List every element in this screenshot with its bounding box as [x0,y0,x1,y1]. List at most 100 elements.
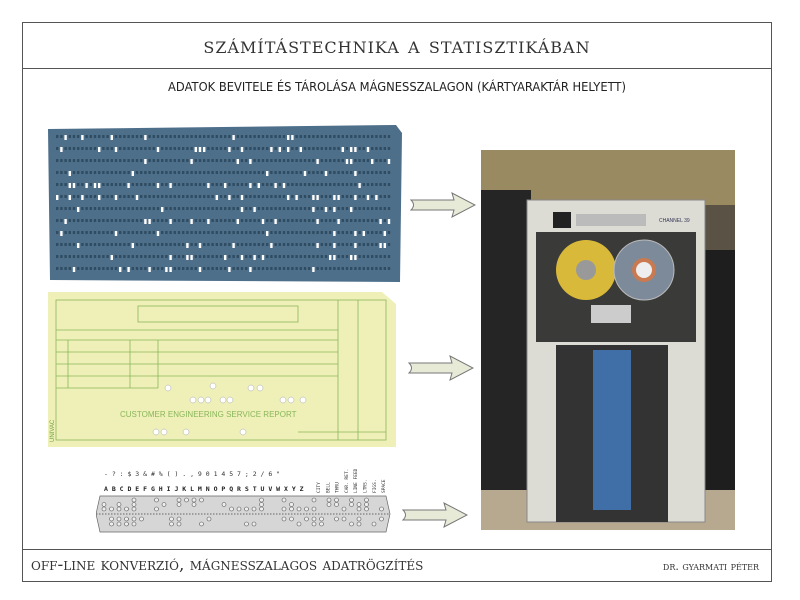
card-hole [329,135,332,138]
card-hole [383,159,386,162]
card-hole [64,243,67,246]
card-hole [114,171,118,174]
card-hole [308,135,311,138]
card-hole [232,135,235,140]
card-hole [320,243,323,246]
card-hole [371,207,374,210]
card-hole [89,231,92,234]
card-hole [379,171,382,174]
card-hole [131,171,134,176]
card-hole [114,219,118,222]
card-hole [60,207,63,210]
card-hole [341,231,344,234]
card-hole [119,231,122,234]
card-hole [194,147,197,152]
slide-subtitle: ADATOK BEVITELE ÉS TÁROLÁSA MÁGNESSZALAG… [168,79,626,94]
card-hole [266,255,269,258]
card-hole [287,243,290,246]
tape-hole [191,502,197,507]
card-hole [110,183,113,186]
card-hole [85,159,88,162]
card-hole [98,183,101,188]
card-hole [236,243,239,246]
card-hole [232,231,235,234]
card-hole [291,159,294,162]
card-hole [358,195,361,198]
card-hole [131,195,134,198]
card-hole [362,231,365,236]
card-hole [333,135,336,138]
arrow-right-icon [402,502,468,528]
card-hole [266,219,269,222]
card-hole [135,135,139,138]
card-hole [56,231,59,234]
card-hole [77,171,80,174]
card-hole [228,207,231,210]
tape-hole [349,521,354,527]
card-hole [165,171,168,174]
card-hole [102,231,105,234]
card-hole [127,195,130,198]
tape-special-label: CITY [316,482,322,493]
card-hole [379,147,382,150]
card-hole [387,159,391,164]
card-hole [232,219,235,222]
card-hole [358,171,361,174]
card-hole [245,183,248,186]
card-hole [72,255,76,258]
card-hole [93,147,97,150]
tape-hole [259,506,264,512]
card-hole [295,135,298,138]
card-hole [358,207,361,210]
card-hole [366,147,370,152]
card-hole [119,255,122,258]
card-hole [312,231,315,234]
card-hole [148,255,151,258]
card-hole [186,231,189,234]
card-hole [215,255,218,258]
card-hole [131,147,134,150]
card-hole [299,171,302,174]
card-hole [72,159,76,162]
card-hole [182,219,185,222]
card-hole [144,183,147,186]
card-hole [375,183,378,186]
card-hole [240,159,244,162]
card-hole [274,255,277,258]
tape-hole [356,521,362,527]
card-hole [161,195,164,198]
card-hole [295,195,298,200]
card-hole [165,195,168,198]
card-hole [152,219,155,222]
card-hole [144,243,147,246]
card-hole [387,183,391,186]
card-hole [203,171,206,174]
card-hole [60,255,63,258]
card-hole [278,135,281,138]
card-hole [266,267,269,270]
card-hole [219,231,223,234]
card-hole [194,255,197,258]
card-hole [253,255,256,260]
card-hole [156,207,160,210]
card-hole [257,267,260,270]
card-hole [173,255,176,258]
card-hole [119,183,122,186]
card-hole [299,135,302,138]
card-hole [266,183,269,186]
card-hole [169,267,172,272]
card-hole [85,219,88,222]
card-hole [219,267,223,270]
card-hole [266,135,269,138]
card-hole [358,243,361,246]
card-hole [165,243,168,246]
card-hole [203,243,206,246]
card-hole [165,135,168,138]
card-hole [375,207,378,210]
card-hole [236,171,239,174]
card-hole [366,171,370,174]
card-hole [333,267,336,270]
card-hole [77,255,80,258]
card-hole [56,207,59,210]
card-hole [224,135,227,138]
